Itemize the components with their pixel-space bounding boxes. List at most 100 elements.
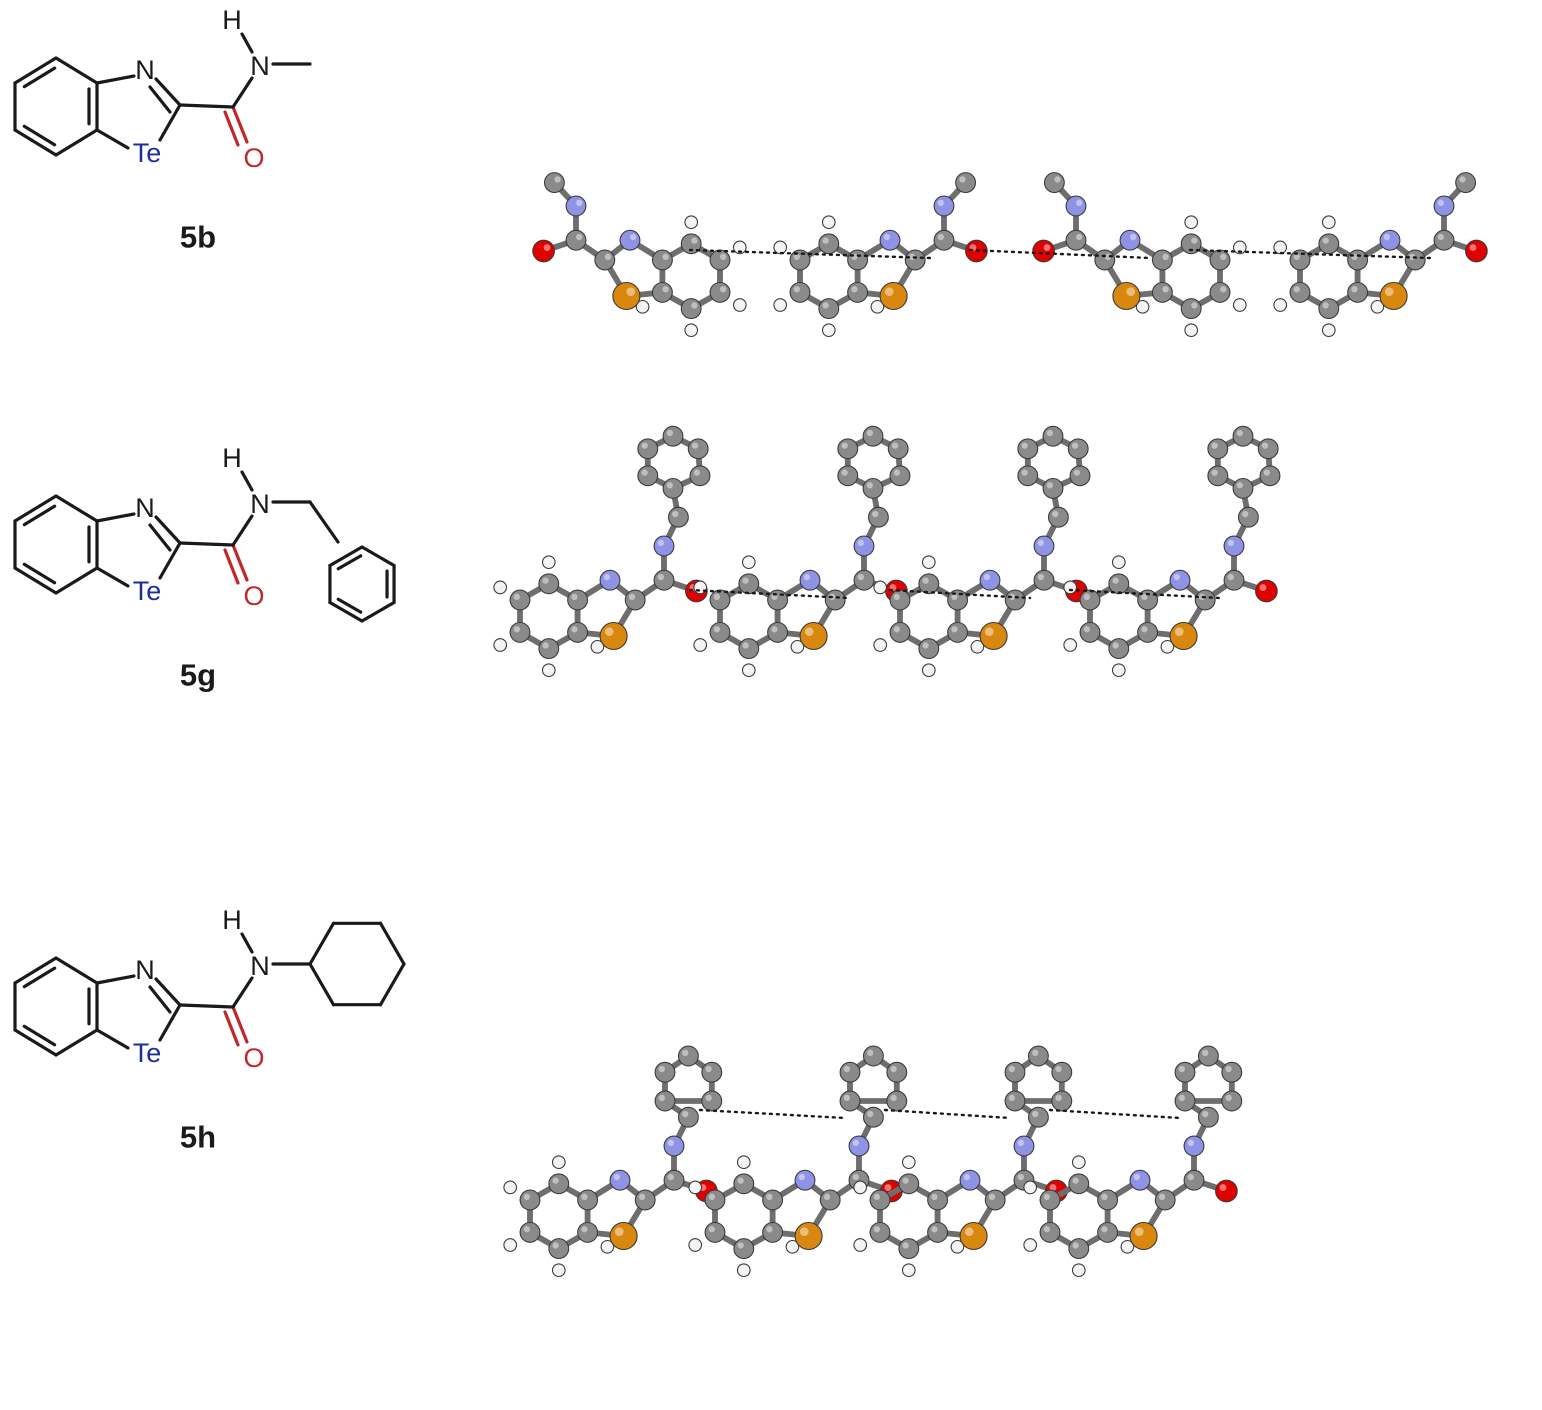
carbon-atom-highlight [662,286,669,293]
tellurium-atom [879,281,908,311]
carbon-atom [1180,298,1202,320]
carbon-atom-highlight [937,233,944,241]
hydrogen-atom-highlight [554,1266,559,1271]
nitrogen-atom [1169,569,1191,591]
carbon-atom-highlight [890,1065,897,1073]
amide-bond [231,514,254,547]
carbon-atom [1347,281,1369,303]
nitrogen-atom [653,535,675,557]
carbon-atom-highlight [1293,253,1300,260]
carbon-atom [1068,1173,1090,1195]
nitrogen-atom-highlight [937,199,944,206]
nitrogen-atom [1119,229,1141,251]
cyclohexyl-bond [378,962,406,1007]
nitrogen-atom [1033,535,1055,557]
carbon-atom-highlight [1076,233,1083,241]
hydrogen-atom [541,555,556,570]
hydrogen-atom-highlight [1239,243,1244,248]
carbon-atom-highlight [1202,1110,1209,1118]
crystal-molecule [853,1045,1073,1278]
carbon-atom [677,1045,699,1067]
carbon-atom [538,638,560,660]
nh-bond [240,470,254,492]
carbon-atom [1094,249,1116,271]
nitrogen-label: N [135,493,155,523]
carbon-atom [1027,1106,1049,1128]
nitrogen-atom-highlight [1173,573,1180,581]
hydrogen-atom [901,1155,916,1170]
benzene-bond [54,56,99,85]
hydrogen-atom-highlight [739,300,744,305]
hydrogen-bond-dotted [688,248,932,260]
nitrogen-atom [1129,1169,1151,1191]
crystal-molecule [532,172,747,338]
carbon-atom [886,1061,908,1083]
carbon-atom [1318,298,1340,320]
carbon-atom [1257,438,1279,460]
crystal-molecule [493,425,711,678]
carbon-atom [1232,425,1254,447]
carbon-atom-highlight [513,593,520,600]
compound-label-5h: 5h [180,1120,216,1155]
hydrogen-label: H [222,5,242,35]
oxygen-label: O [243,1043,264,1073]
carbon-atom [947,589,969,611]
carbon-atom-highlight [1037,573,1044,581]
carbon-atom [889,589,911,611]
tellurium-label: Te [133,576,162,606]
carbon-atom [519,1221,541,1243]
carbon-atom-highlight [1263,469,1270,476]
hydrogen-atom [741,555,756,570]
carbon-atom-highlight [1211,442,1218,449]
carbon-atom [662,425,684,447]
carbon-atom [1232,477,1254,499]
carbon-atom-highlight [1202,1049,1209,1056]
carbon-atom [1207,465,1229,487]
carbon-atom [738,638,760,660]
hydrogen-atom-highlight [739,1158,744,1163]
hydrogen-atom-highlight [856,1183,861,1188]
crystal-molecule [773,172,988,338]
carbon-atom-highlight [922,577,929,584]
carbonyl-bond [223,1010,240,1047]
carbon-atom-highlight [542,577,549,584]
carbon-atom-highlight [1055,1094,1062,1101]
nitrogen-label: N [135,55,155,85]
oxygen-atom-highlight [1049,1184,1057,1191]
hydrogen-atom [821,323,836,338]
nh-bond [240,32,254,54]
carbon-atom-highlight [737,1177,744,1184]
hydrogen-atom-highlight [1191,218,1196,223]
nitrogen-atom [619,229,641,251]
carbon-atom-highlight [1021,442,1028,449]
imine-double-bond [148,523,172,552]
carbon-atom [1137,589,1159,611]
hydrogen-atom [493,580,508,595]
carbon-atom [904,249,926,271]
phenyl-double-bond [336,597,363,614]
carbon-atom-highlight [890,1094,897,1101]
hydrogen-atom-highlight [1074,1158,1079,1163]
oxygen-atom [1255,579,1278,603]
hydrogen-atom-highlight [506,1240,511,1245]
hydrogen-atom-highlight [544,558,549,563]
crystal-molecule [1023,1045,1243,1278]
carbon-atom-highlight [1017,1173,1024,1181]
phenyl-double-bond [336,554,363,571]
carbon-atom-highlight [691,237,698,244]
nitrogen-atom-highlight [1130,233,1137,241]
nitrogen-atom [879,229,901,251]
nitrogen-atom-highlight [857,539,864,546]
carbon-atom [898,1238,920,1260]
carbon-atom-highlight [1261,442,1269,449]
crystal-molecule [1273,172,1488,338]
carbon-atom [738,573,760,595]
carbon-atom [677,1106,699,1128]
carbon-atom-highlight [1043,1226,1050,1233]
hydrogen-atom-highlight [1114,666,1119,671]
carbon-atom-highlight [1008,1094,1015,1101]
tellurium-atom-highlight [604,627,614,636]
